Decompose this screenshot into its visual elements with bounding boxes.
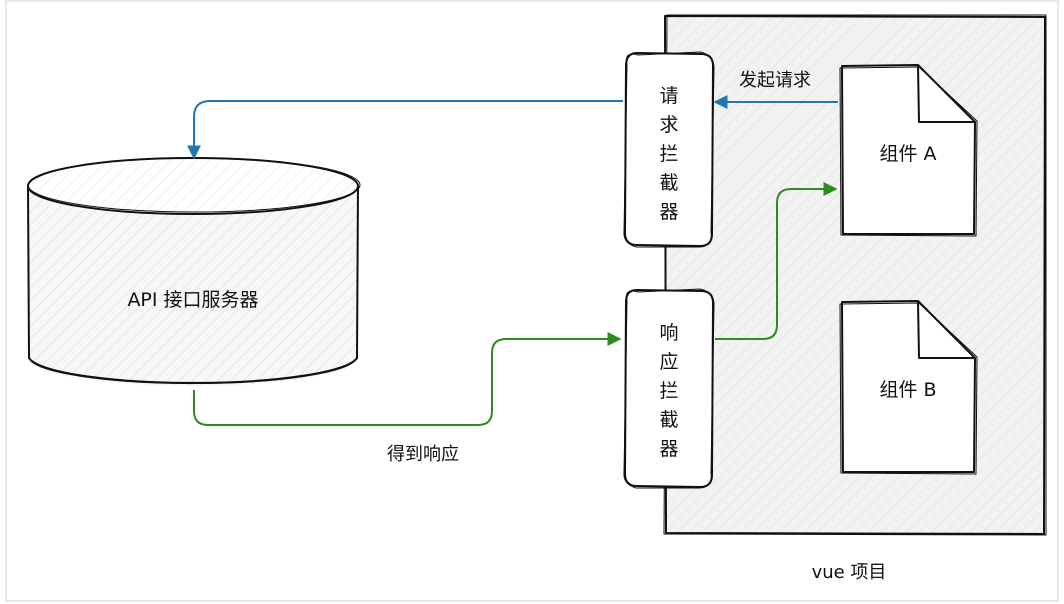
api-server-cylinder xyxy=(27,157,361,386)
response-interceptor-char: 应 xyxy=(659,351,678,373)
request-interceptor-char: 求 xyxy=(659,114,678,136)
to-server-arrow xyxy=(187,100,623,160)
vue-project-label: vue 项目 xyxy=(812,562,887,583)
send-request-label: 发起请求 xyxy=(739,70,811,91)
request-interceptor-char: 截 xyxy=(659,172,678,194)
request-interceptor-char: 拦 xyxy=(659,143,678,165)
response-interceptor-label: 响 应 拦 截 器 xyxy=(659,322,678,460)
component-b-document xyxy=(839,300,978,475)
component-b-label: 组件 B xyxy=(879,379,936,401)
request-interceptor-char: 器 xyxy=(659,201,678,223)
response-interceptor-char: 响 xyxy=(659,322,678,344)
request-interceptor-char: 请 xyxy=(659,85,678,107)
api-server-label: API 接口服务器 xyxy=(127,289,258,311)
response-interceptor-char: 器 xyxy=(659,438,678,460)
request-interceptor-box xyxy=(623,51,715,248)
request-interceptor-label: 请 求 拦 截 器 xyxy=(659,85,678,223)
get-response-label: 得到响应 xyxy=(387,444,459,465)
response-interceptor-char: 截 xyxy=(659,409,678,431)
get-response-arrow xyxy=(193,332,622,426)
component-a-label: 组件 A xyxy=(879,143,936,165)
component-a-document xyxy=(839,64,978,237)
to-component-arrow xyxy=(715,182,838,340)
response-interceptor-char: 拦 xyxy=(659,380,678,402)
response-interceptor-box xyxy=(623,288,715,489)
